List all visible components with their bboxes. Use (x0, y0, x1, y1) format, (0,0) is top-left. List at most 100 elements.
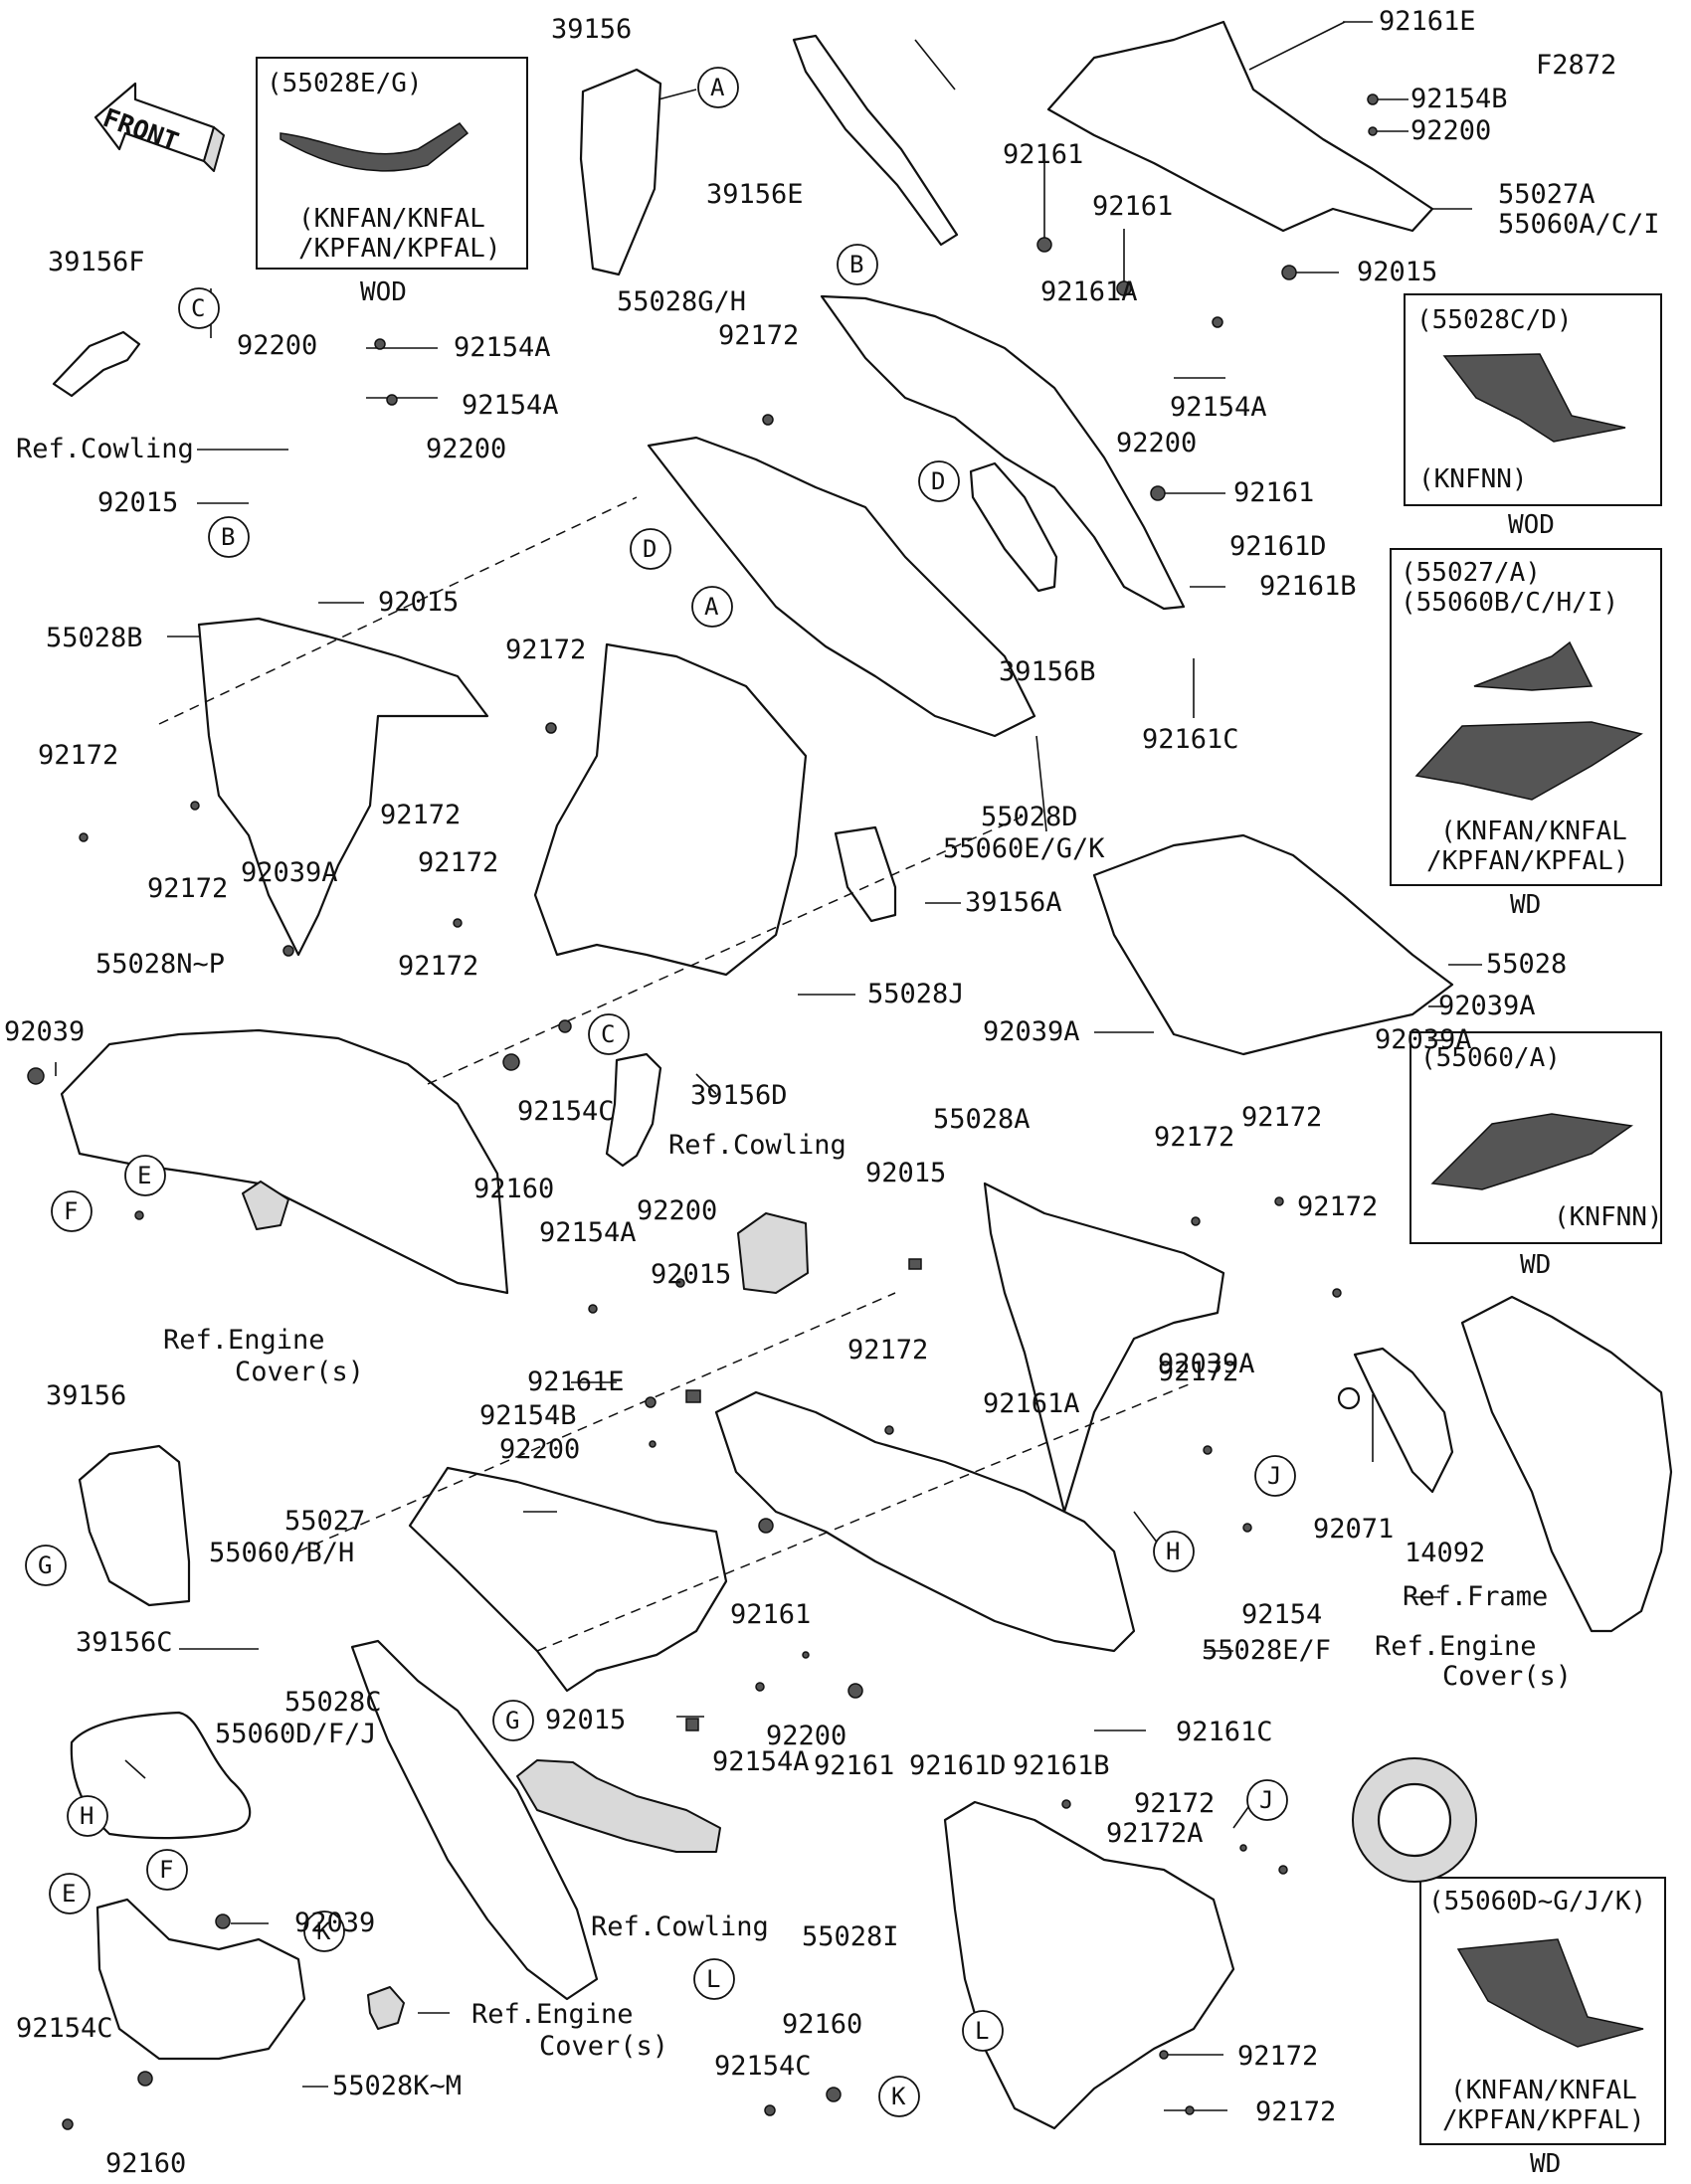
callout-circle-J (1246, 1779, 1288, 1821)
callout-circle-C (588, 1013, 630, 1055)
part-label: 92160 (782, 2009, 862, 2040)
part-label: 92161B (1013, 1750, 1110, 1781)
hardware (27, 93, 1379, 2130)
part-label: 92039A (983, 1016, 1080, 1047)
variant-box-footer: WD (1520, 1250, 1551, 1280)
part-ref-frame (1460, 1295, 1673, 1633)
callout-circle-D (630, 528, 671, 570)
variant-box-models: /KPFAN/KPFAL) (298, 234, 501, 264)
part-39156D (605, 1052, 662, 1168)
part-label: 92172 (1241, 1102, 1322, 1133)
part-label: 92172 (1255, 2096, 1336, 2127)
part-label: 92039A (241, 857, 338, 888)
leader-lines (55, 21, 1482, 2111)
bolt-icon (649, 1440, 657, 1448)
part-label: 92172 (147, 873, 228, 904)
part-55028NP (60, 1028, 509, 1295)
part-label: 92172 (847, 1335, 928, 1365)
ref-label: Cover(s) (1442, 1661, 1572, 1692)
grommet-icon (1036, 237, 1052, 253)
callout-circle-K (303, 1911, 345, 1952)
grommet-icon (826, 2087, 842, 2102)
callout-circle-H (1153, 1531, 1195, 1572)
part-label: 92172 (398, 951, 478, 982)
variant-box-code: (55060D~G/J/K) (1428, 1887, 1646, 1916)
variant-box-code: (55027/A) (1401, 558, 1541, 588)
callout-circle-C (178, 287, 220, 329)
grommet-icon (137, 2071, 153, 2087)
callout-circle-G (25, 1545, 67, 1586)
bolt-icon (1191, 1216, 1201, 1226)
part-label: 92071 (1313, 1514, 1394, 1545)
callout-label: L (975, 2017, 989, 2045)
part-label: 39156 (551, 14, 632, 45)
part-39156F (52, 330, 141, 398)
callout-circle-A (691, 586, 733, 628)
part-label: 55027 (284, 1506, 365, 1537)
callout-circle-J (1254, 1455, 1296, 1497)
part-label: 92154B (479, 1400, 577, 1431)
part-label: 92154A (462, 390, 559, 421)
part-label: 39156F (48, 247, 145, 277)
part-label: 92154C (517, 1096, 615, 1127)
callout-circle-L (962, 2010, 1004, 2052)
part-label: 92154A (712, 1746, 810, 1777)
callout-label: H (80, 1802, 94, 1830)
part-label: 55027A (1498, 179, 1596, 210)
bolt-icon (764, 2104, 776, 2116)
part-39156E-strip (792, 34, 959, 247)
part-label: 92200 (637, 1195, 717, 1226)
part-label: 92200 (766, 1721, 846, 1751)
callout-label: F (64, 1197, 78, 1225)
callout-circle-F (146, 1849, 188, 1891)
clip-icon (685, 1718, 699, 1731)
bolt-icon (762, 414, 774, 426)
bolt-icon (588, 1304, 598, 1314)
part-label: 92161 (1233, 477, 1314, 508)
variant-box-code: (55060B/C/H/I) (1401, 588, 1618, 618)
clip-icon (908, 1258, 922, 1270)
bolt-icon (1239, 1844, 1247, 1852)
part-label: 92039 (4, 1016, 85, 1047)
part-label: 92161D (1229, 531, 1327, 562)
callout-label: A (704, 593, 719, 621)
part-39156B (969, 461, 1058, 593)
variant-box-footer: WD (1530, 2149, 1561, 2179)
part-label: 92154A (454, 332, 551, 363)
part-label: 92154B (1410, 84, 1508, 114)
callout-label: K (891, 2083, 906, 2110)
part-label: 92161 (814, 1750, 894, 1781)
callout-circle-D (918, 460, 960, 502)
variant-box-code: (55028C/D) (1416, 305, 1573, 335)
part-label: 55028A (933, 1104, 1031, 1135)
part-label: 92161 (730, 1599, 811, 1630)
variant-box-models: /KPFAN/KPFAL) (1426, 846, 1629, 876)
bolt-icon (884, 1425, 894, 1435)
ref-label: Ref.Cowling (591, 1911, 769, 1942)
part-label: 92039A (1375, 1024, 1472, 1055)
bolt-icon (1203, 1445, 1213, 1455)
part-label: 92161D (909, 1750, 1007, 1781)
bolt-icon (282, 945, 294, 957)
part-label: 92172 (38, 740, 118, 771)
part-14092 (1353, 1347, 1454, 1494)
assembly-line (427, 815, 1026, 1085)
part-labels: F2872 92161E 39156 92154B 92200 55027A 5… (4, 6, 1660, 2179)
grommet-icon (1116, 280, 1132, 296)
part-label: 55028C (284, 1687, 382, 1718)
part-label: 92172 (1237, 2041, 1318, 2072)
washer-icon (1337, 1386, 1361, 1410)
bolt-icon (755, 1682, 765, 1692)
front-arrow: FRONT (94, 82, 225, 172)
callout-label: G (505, 1707, 519, 1734)
part-ref-cowling-lower (516, 1759, 721, 1853)
part-label: 92015 (545, 1705, 626, 1735)
callout-circle-B (208, 516, 250, 558)
callout-label: B (849, 251, 863, 278)
callout-circle-F (51, 1190, 93, 1232)
part-label: 92200 (426, 434, 506, 464)
bolt-icon (1274, 1196, 1284, 1206)
bolt-icon (645, 1396, 657, 1408)
variant-box-55060A: (55060/A) (KNFNN) WD (1409, 1031, 1663, 1280)
callout-label: E (62, 1880, 76, 1908)
